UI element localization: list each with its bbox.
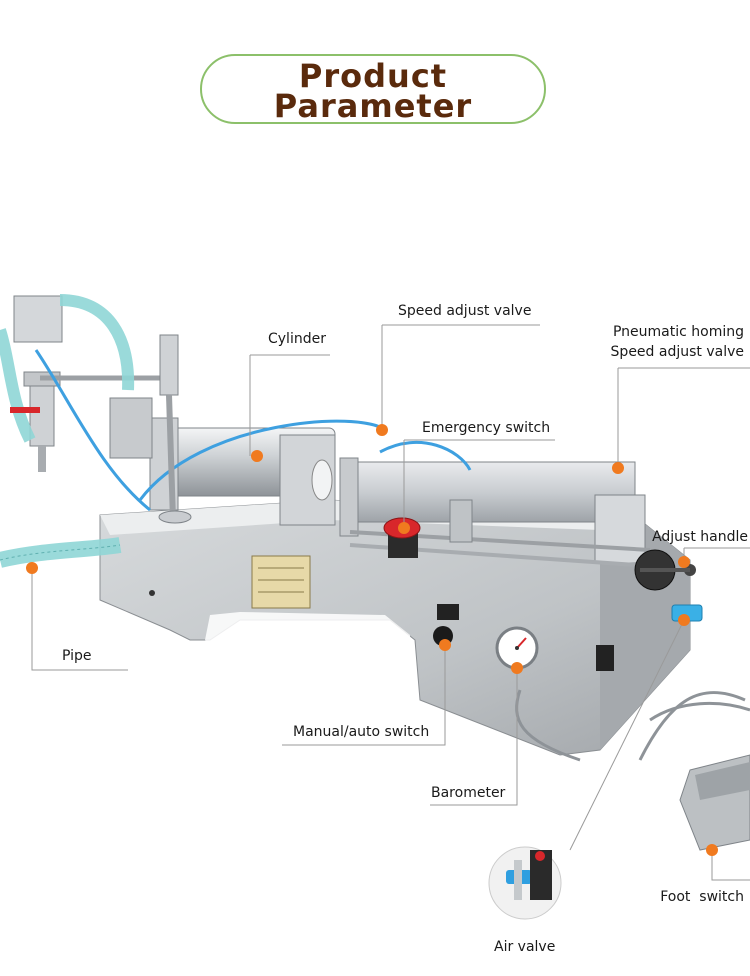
label-speed-adjust-valve: Speed adjust valve: [398, 303, 532, 319]
nameplate: [251, 555, 311, 609]
title-box: Product Parameter: [200, 54, 546, 124]
title-line-2: Parameter: [273, 87, 473, 125]
title-line-1: Product: [298, 57, 448, 95]
label-cylinder: Cylinder: [268, 331, 326, 347]
label-pneumatic-homing-2: Speed adjust valve: [610, 344, 744, 360]
label-emergency-switch: Emergency switch: [422, 420, 551, 436]
label-pneumatic-homing-1: Pneumatic homing: [612, 324, 744, 340]
leader-lines: [31, 324, 750, 881]
label-air-valve: Air valve: [494, 939, 556, 955]
label-foot-switch: Foot switch: [660, 889, 744, 905]
label-barometer: Barometer: [431, 785, 506, 801]
pneumatic-cylinder: [344, 461, 636, 523]
label-manual-auto-switch: Manual/auto switch: [293, 724, 430, 740]
pointer-dots: [26, 424, 718, 856]
label-pipe: Pipe: [62, 648, 92, 664]
label-adjust-handle: Adjust handle: [652, 529, 748, 545]
